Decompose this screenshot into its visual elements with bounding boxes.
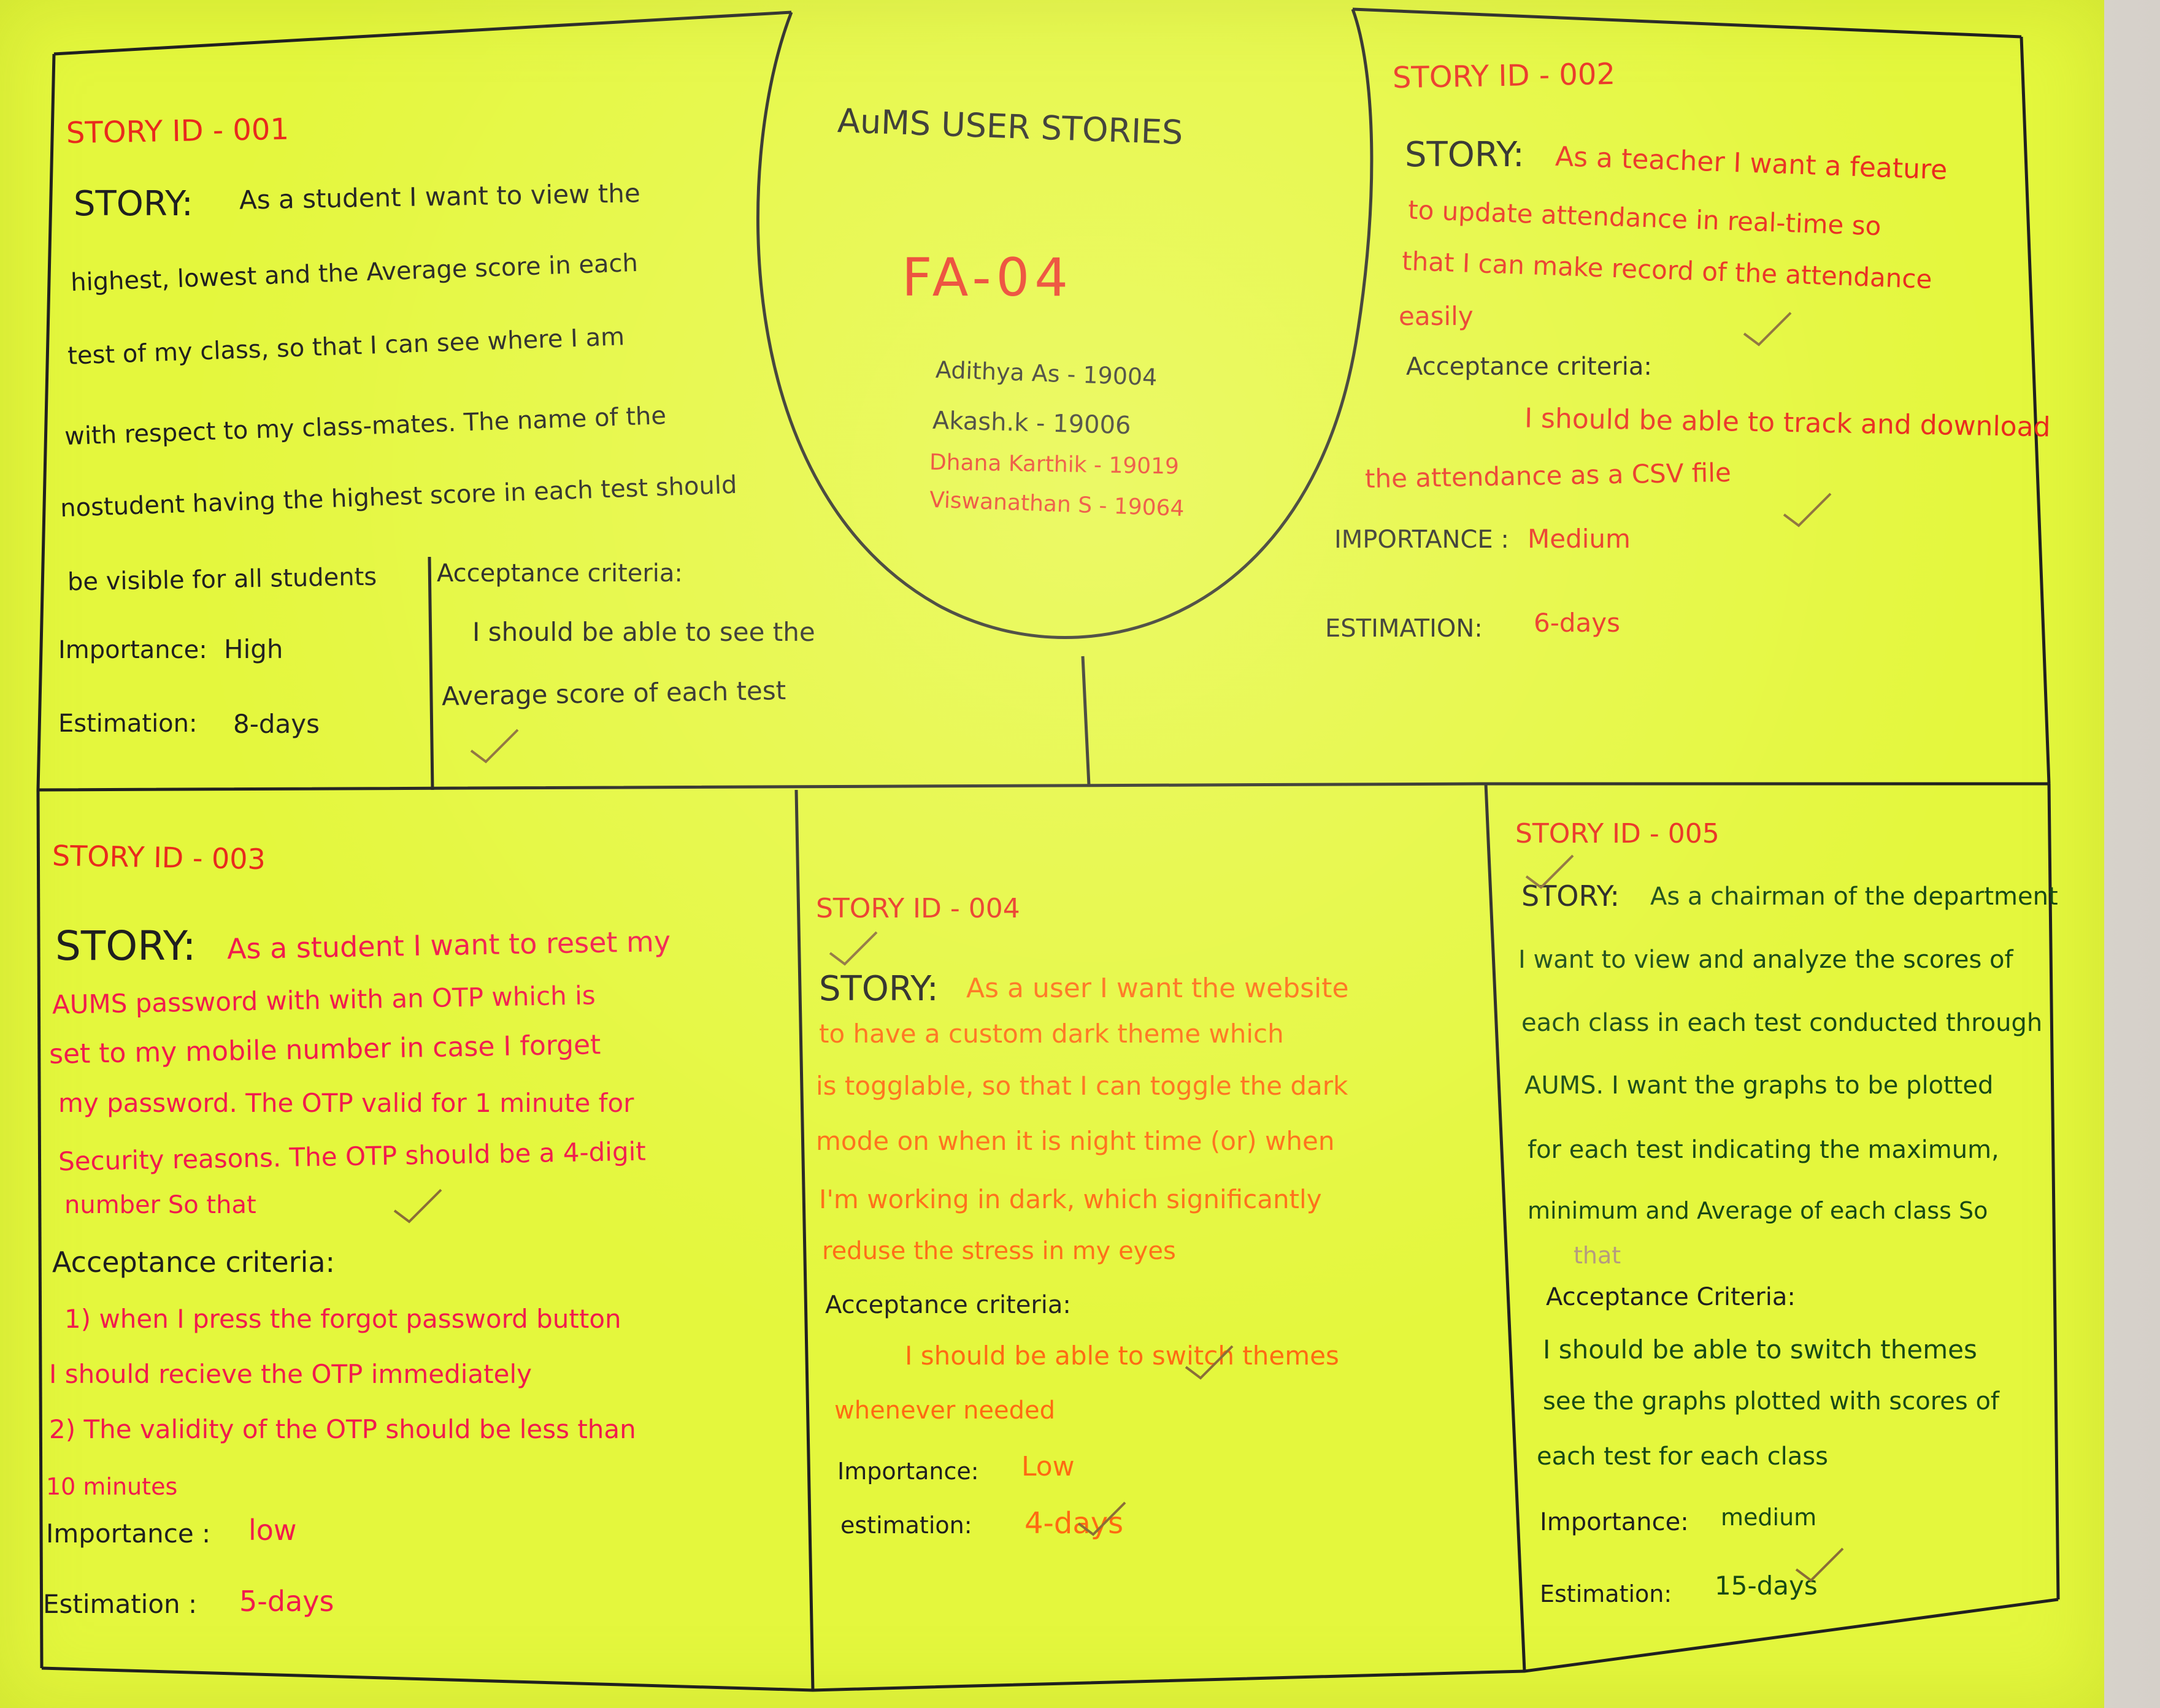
story-002-estimation-label: ESTIMATION: <box>1325 615 1483 643</box>
story-003-importance-label: Importance : <box>46 1518 211 1549</box>
story-003-line-1: As a student I want to reset my <box>226 924 671 966</box>
story-002-id: STORY ID - 002 <box>1392 56 1616 96</box>
checkmark-icon-8 <box>1525 854 1574 889</box>
story-005-acceptance-line-1: I should be able to switch themes <box>1543 1335 1977 1365</box>
story-001-acceptance-label: Acceptance criteria: <box>437 559 683 588</box>
story-001-acceptance-line-2: Average score of each test <box>441 675 786 711</box>
story-005-line-6: minimum and Average of each class So <box>1528 1197 1988 1224</box>
story-004-acceptance-label: Acceptance criteria: <box>825 1291 1071 1319</box>
story-005-importance-value: medium <box>1721 1504 1817 1531</box>
checkmark-icon-9 <box>1795 1547 1844 1582</box>
story-005-line-2: I want to view and analyze the scores of <box>1518 946 2013 974</box>
story-002-importance-label: IMPORTANCE : <box>1334 526 1509 554</box>
story-004-line-1: As a user I want the website <box>966 973 1349 1004</box>
story-002-importance-value: Medium <box>1528 524 1631 554</box>
story-001-importance-label: Importance: <box>58 636 207 664</box>
story-002-label: STORY: <box>1405 135 1524 175</box>
checkmark-icon-6 <box>1185 1345 1234 1380</box>
checkmark-icon-2 <box>1743 312 1792 347</box>
story-005-estimation-label: Estimation: <box>1540 1580 1672 1607</box>
story-003-estimation-label: Estimation : <box>43 1589 198 1619</box>
checkmark-icon-1 <box>470 729 519 764</box>
story-005-line-4: AUMS. I want the graphs to be plotted <box>1524 1071 1994 1100</box>
story-003-acceptance-line-2: I should recieve the OTP immediately <box>49 1359 532 1389</box>
story-004-estimation-label: estimation: <box>840 1512 972 1539</box>
story-002-line-4: easily <box>1399 301 1474 331</box>
story-003-estimation-value: 5-days <box>239 1585 334 1618</box>
story-001-estimation-label: Estimation: <box>58 710 198 738</box>
story-005-acceptance-line-2: see the graphs plotted with scores of <box>1543 1387 2000 1415</box>
story-001-line-1: As a student I want to view the <box>239 178 641 215</box>
story-004-line-3: is togglable, so that I can toggle the d… <box>816 1071 1348 1101</box>
story-005-acceptance-label: Acceptance Criteria: <box>1546 1283 1796 1311</box>
checkmark-icon-5 <box>829 931 878 966</box>
story-005-id: STORY ID - 005 <box>1515 818 1720 849</box>
story-005-estimation-value: 15-days <box>1715 1571 1818 1601</box>
story-003-line-6: number So that <box>64 1191 256 1219</box>
story-005-acceptance-line-3: each test for each class <box>1537 1442 1828 1471</box>
story-004-estimation-value: 4-days <box>1024 1506 1124 1541</box>
story-004-line-4: mode on when it is night time (or) when <box>816 1126 1335 1156</box>
story-003-line-4: my password. The OTP valid for 1 minute … <box>58 1088 634 1118</box>
story-003-acceptance-line-4: 10 minutes <box>46 1473 178 1500</box>
story-002-estimation-value: 6-days <box>1534 608 1621 638</box>
story-001-line-6: be visible for all students <box>67 562 377 597</box>
checkmark-icon-7 <box>1077 1501 1126 1536</box>
story-003-label: STORY: <box>55 922 196 970</box>
story-004-acceptance-line-2: whenever needed <box>834 1396 1056 1425</box>
story-003-id: STORY ID - 003 <box>52 838 266 876</box>
story-004-importance-value: Low <box>1021 1451 1075 1482</box>
story-003-acceptance-label: Acceptance criteria: <box>52 1246 336 1279</box>
story-004-line-6: reduse the stress in my eyes <box>822 1237 1176 1265</box>
member-3: Dhana Karthik - 19019 <box>929 450 1180 480</box>
story-004-line-2: to have a custom dark theme which <box>819 1019 1284 1049</box>
story-003-acceptance-line-3: 2) The validity of the OTP should be les… <box>49 1414 636 1444</box>
story-002-acceptance-label: Acceptance criteria: <box>1406 353 1652 381</box>
story-001-label: STORY: <box>74 184 193 224</box>
checkmark-icon-4 <box>393 1189 442 1224</box>
story-001-id: STORY ID - 001 <box>66 112 290 151</box>
story-001-estimation-value: 8-days <box>233 709 320 739</box>
member-2: Akash.k - 19006 <box>932 406 1132 440</box>
story-005-line-1: As a chairman of the department <box>1650 883 2058 911</box>
story-004-acceptance-line-1: I should be able to switch themes <box>905 1341 1339 1371</box>
story-004-id: STORY ID - 004 <box>816 893 1020 924</box>
story-005-line-7: that <box>1574 1242 1621 1269</box>
yellow-chart-paper: AuMS USER STORIES FA-04 Adithya As - 190… <box>0 0 2104 1708</box>
team-code: FA-04 <box>902 247 1073 308</box>
checkmark-icon-3 <box>1783 492 1832 527</box>
story-004-line-5: I'm working in dark, which significantly <box>819 1184 1322 1214</box>
story-004-label: STORY: <box>819 969 939 1009</box>
story-002-acceptance-line-2: the attendance as a CSV file <box>1364 457 1732 494</box>
story-003-importance-value: low <box>248 1514 297 1547</box>
story-005-line-5: for each test indicating the maximum, <box>1528 1136 1999 1164</box>
story-003-acceptance-line-1: 1) when I press the forgot password butt… <box>64 1304 621 1334</box>
story-005-line-3: each class in each test conducted throug… <box>1521 1009 2043 1037</box>
story-005-label: STORY: <box>1521 879 1620 913</box>
story-001-acceptance-line-1: I should be able to see the <box>472 617 815 647</box>
story-004-importance-label: Importance: <box>837 1458 979 1485</box>
story-005-importance-label: Importance: <box>1540 1508 1689 1536</box>
story-001-importance-value: High <box>224 634 283 664</box>
